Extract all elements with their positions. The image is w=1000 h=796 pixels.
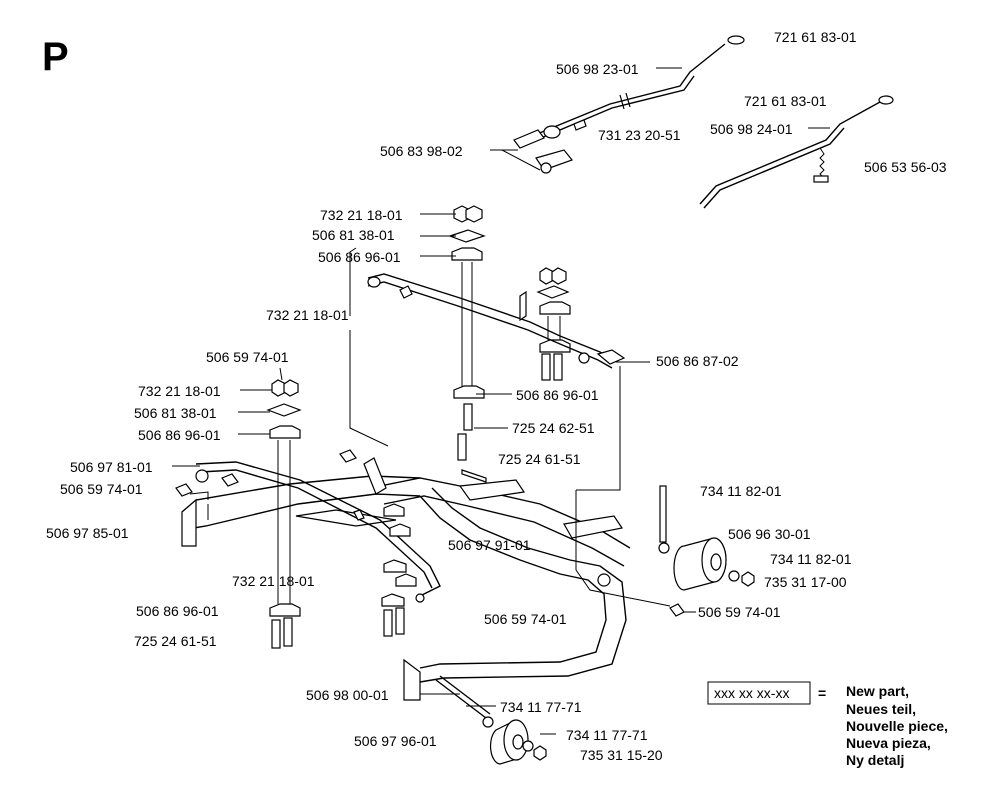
lower-link-rod: [195, 461, 441, 597]
legend-line-4: Nueva pieza,: [846, 735, 931, 751]
deck-bracket: [458, 479, 526, 501]
part-label: 506 81 38-01: [134, 405, 217, 421]
nut: [741, 571, 755, 587]
cable-clamp: [513, 129, 545, 149]
leader-lines: [172, 67, 830, 735]
part-label: 506 97 81-01: [70, 459, 153, 475]
clamp-nut: [543, 125, 561, 139]
legend-line-2: Neues teil,: [846, 701, 916, 717]
pivot-lug: [363, 457, 387, 495]
cable-eyelet: [878, 95, 894, 105]
frame-fasteners: [175, 449, 685, 637]
part-label: 506 98 00-01: [306, 687, 389, 703]
part-label: 732 21 18-01: [320, 207, 403, 223]
part-label: 506 98 24-01: [710, 121, 793, 137]
front-wheel: [435, 675, 547, 765]
part-label: 732 21 18-01: [266, 307, 349, 323]
choke-cable-lower: [699, 95, 894, 209]
part-label: 725 24 61-51: [498, 451, 581, 467]
part-label: 734 11 82-01: [700, 483, 782, 499]
return-spring: [819, 147, 825, 179]
legend-code-box: [707, 681, 811, 705]
part-number-labels: 721 61 83-01 506 98 23-01 721 61 83-01 5…: [46, 29, 947, 763]
part-label: 506 97 96-01: [354, 733, 437, 749]
part-label: 506 97 85-01: [46, 525, 129, 541]
part-label: 506 96 30-01: [728, 526, 811, 542]
bolt: [463, 403, 473, 431]
part-label: 506 86 96-01: [516, 387, 599, 403]
part-label: 734 11 82-01: [770, 551, 852, 567]
wheel-hub: [710, 553, 722, 571]
deck-bracket-right: [563, 515, 623, 539]
center-hardware-stack: [448, 205, 486, 461]
nut: [465, 205, 483, 223]
part-label: 734 11 77-71: [566, 727, 648, 743]
right-hardware-stack: [536, 267, 571, 381]
part-label: 506 59 74-01: [60, 481, 143, 497]
frame-left-bracket: [181, 498, 197, 547]
rod-bracket: [519, 290, 527, 322]
frame-plate: [295, 509, 397, 527]
left-hardware-stack: [266, 379, 302, 649]
part-label: 506 97 91-01: [448, 537, 531, 553]
legend-equals: =: [818, 685, 826, 701]
part-label: 725 24 61-51: [134, 633, 217, 649]
clamp-block-lower: [453, 385, 485, 399]
section-letter: P: [42, 35, 69, 79]
clamp-washer: [540, 162, 552, 174]
rod-end: [596, 349, 626, 365]
part-label: 506 98 23-01: [556, 61, 639, 77]
cable-clamp-assembly: [513, 125, 573, 174]
part-label: 735 31 17-00: [764, 574, 847, 590]
new-part-legend: xxx xx xx-xx = New part, Neues teil, Nou…: [707, 681, 948, 768]
rear-right-wheel: [658, 485, 755, 591]
bolt: [457, 433, 467, 461]
part-label: 734 11 77-71: [500, 699, 582, 715]
part-label: 506 59 74-01: [698, 604, 781, 620]
part-label: 731 23 20-51: [598, 127, 681, 143]
part-label: 506 59 74-01: [484, 611, 567, 627]
part-label: 732 21 18-01: [232, 573, 315, 589]
part-label: 506 86 96-01: [318, 249, 401, 265]
front-axle-bracket: [403, 658, 421, 701]
upper-link-rod: [367, 273, 626, 369]
part-label: 506 83 98-02: [380, 143, 463, 159]
part-label: 721 61 83-01: [774, 29, 857, 45]
washer: [522, 740, 534, 752]
part-label: 725 24 62-51: [512, 420, 595, 436]
part-label: 506 53 56-03: [864, 159, 947, 175]
legend-line-5: Ny detalj: [846, 752, 904, 768]
clamp-plate: [448, 229, 486, 243]
legend-line-1: New part,: [846, 683, 909, 699]
part-label: 735 31 15-20: [580, 747, 663, 763]
part-label: 506 59 74-01: [206, 349, 289, 365]
part-label: 721 61 83-01: [744, 93, 827, 109]
legend-code: xxx xx xx-xx: [714, 685, 789, 701]
part-label: 732 21 18-01: [138, 383, 221, 399]
throttle-cable-upper: [519, 35, 745, 147]
clamp-block: [451, 247, 483, 261]
part-label: 506 86 96-01: [138, 427, 221, 443]
washer: [578, 352, 590, 364]
mower-frame: [181, 457, 631, 701]
part-label: 506 86 96-01: [136, 603, 219, 619]
washer: [658, 542, 670, 554]
pivot-hole: [597, 573, 611, 587]
washer: [482, 716, 494, 728]
wheel-hub: [512, 734, 524, 750]
washer: [728, 570, 740, 582]
cable-eyelet: [727, 35, 745, 45]
nut: [533, 745, 547, 761]
part-label: 506 81 38-01: [312, 227, 395, 243]
legend-line-3: Nouvelle piece,: [846, 718, 948, 734]
part-label: 506 86 87-02: [656, 353, 739, 369]
axle-bolt: [659, 485, 667, 543]
spring-end: [813, 175, 829, 183]
